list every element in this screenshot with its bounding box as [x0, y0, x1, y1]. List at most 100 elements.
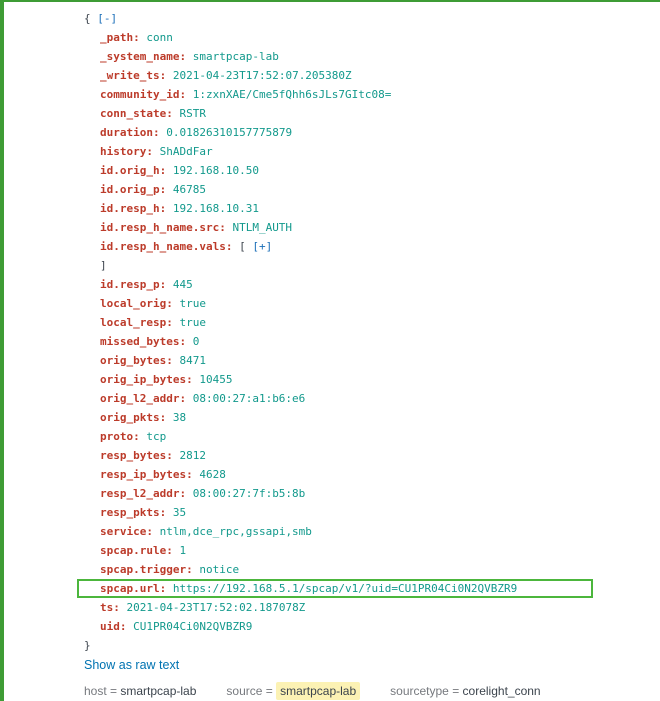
json-row-proto: proto: tcp [84, 427, 660, 446]
json-row-ts: ts: 2021-04-23T17:52:02.187078Z [84, 598, 660, 617]
json-value[interactable]: 192.168.10.50 [172, 164, 259, 177]
json-value[interactable]: 2812 [179, 449, 206, 462]
field-sourcetype[interactable]: sourcetype = corelight_conn [390, 684, 540, 698]
json-row: ] [84, 256, 660, 275]
json-row-id.orig_h: id.orig_h: 192.168.10.50 [84, 161, 660, 180]
json-value[interactable]: 08:00:27:a1:b6:e6 [192, 392, 306, 405]
json-row-spcap.url: spcap.url: https://192.168.5.1/spcap/v1/… [77, 579, 660, 598]
field-equals: = [448, 684, 463, 698]
json-row-_path: _path: conn [84, 28, 660, 47]
json-value[interactable]: 08:00:27:7f:b5:8b [192, 487, 306, 500]
json-value[interactable]: 8471 [179, 354, 206, 367]
json-row-uid: uid: CU1PR04Ci0N2QVBZR9 [84, 617, 660, 636]
json-row-orig_l2_addr: orig_l2_addr: 08:00:27:a1:b6:e6 [84, 389, 660, 408]
field-host[interactable]: host = smartpcap-lab [84, 684, 196, 698]
json-row-history: history: ShADdFar [84, 142, 660, 161]
json-value[interactable]: https://192.168.5.1/spcap/v1/?uid=CU1PR0… [172, 582, 518, 595]
json-value[interactable]: true [179, 316, 206, 329]
collapse-toggle[interactable]: [-] [97, 12, 118, 25]
json-row-id.resp_h_name.src: id.resp_h_name.src: NTLM_AUTH [84, 218, 660, 237]
json-row-id.orig_p: id.orig_p: 46785 [84, 180, 660, 199]
json-row-id.resp_h: id.resp_h: 192.168.10.31 [84, 199, 660, 218]
json-row-orig_bytes: orig_bytes: 8471 [84, 351, 660, 370]
field-value[interactable]: smartpcap-lab [120, 684, 197, 698]
json-key: id.orig_p: [100, 183, 173, 196]
field-value[interactable]: smartpcap-lab [276, 682, 361, 700]
json-value[interactable]: 192.168.10.31 [172, 202, 259, 215]
json-value[interactable]: 445 [172, 278, 193, 291]
json-value[interactable]: true [179, 297, 206, 310]
json-key: uid: [100, 620, 134, 633]
json-key: _write_ts: [100, 69, 173, 82]
json-key: _path: [100, 31, 147, 44]
json-value[interactable]: 46785 [172, 183, 206, 196]
json-value[interactable]: 10455 [199, 373, 233, 386]
json-row-local_orig: local_orig: true [84, 294, 660, 313]
json-value[interactable]: NTLM_AUTH [232, 221, 293, 234]
json-value[interactable]: smartpcap-lab [192, 50, 279, 63]
json-row-resp_l2_addr: resp_l2_addr: 08:00:27:7f:b5:8b [84, 484, 660, 503]
json-row-_write_ts: _write_ts: 2021-04-23T17:52:07.205380Z [84, 66, 660, 85]
json-row-local_resp: local_resp: true [84, 313, 660, 332]
json-row-_system_name: _system_name: smartpcap-lab [84, 47, 660, 66]
json-key: conn_state: [100, 107, 180, 120]
json-value[interactable]: 38 [172, 411, 187, 424]
expand-toggle[interactable]: [+] [252, 240, 273, 253]
json-key: id.resp_p: [100, 278, 173, 291]
json-value[interactable]: conn [146, 31, 173, 44]
json-key: orig_l2_addr: [100, 392, 193, 405]
close-brace: } [84, 639, 91, 652]
field-label: sourcetype [390, 684, 449, 698]
json-key: resp_l2_addr: [100, 487, 193, 500]
json-key: id.resp_h_name.src: [100, 221, 233, 234]
show-raw-text-link[interactable]: Show as raw text [84, 658, 180, 672]
field-value[interactable]: corelight_conn [462, 684, 541, 698]
json-value[interactable]: 2021-04-23T17:52:07.205380Z [172, 69, 352, 82]
json-key: id.resp_h: [100, 202, 173, 215]
json-row: { [-] [84, 9, 660, 28]
json-key: _system_name: [100, 50, 193, 63]
json-value[interactable]: 0.01826310157775879 [166, 126, 293, 139]
json-key: local_orig: [100, 297, 180, 310]
json-value[interactable]: ntlm,dce_rpc,gssapi,smb [159, 525, 312, 538]
json-key: spcap.url: [100, 582, 173, 595]
json-key: resp_bytes: [100, 449, 180, 462]
json-row-missed_bytes: missed_bytes: 0 [84, 332, 660, 351]
json-value[interactable]: notice [199, 563, 240, 576]
json-key: resp_ip_bytes: [100, 468, 200, 481]
json-key: ts: [100, 601, 127, 614]
field-label: host [84, 684, 107, 698]
json-key: history: [100, 145, 160, 158]
json-value[interactable]: 1:zxnXAE/Cme5fQhh6sJLs7GItc08= [192, 88, 392, 101]
json-key: missed_bytes: [100, 335, 193, 348]
json-key: proto: [100, 430, 147, 443]
field-equals: = [262, 684, 277, 698]
json-row-resp_pkts: resp_pkts: 35 [84, 503, 660, 522]
json-key: orig_bytes: [100, 354, 180, 367]
json-key: spcap.trigger: [100, 563, 200, 576]
json-value[interactable]: CU1PR04Ci0N2QVBZR9 [133, 620, 253, 633]
json-key: community_id: [100, 88, 193, 101]
json-row-spcap.trigger: spcap.trigger: notice [84, 560, 660, 579]
json-key: local_resp: [100, 316, 180, 329]
json-value[interactable]: 35 [172, 506, 187, 519]
field-source[interactable]: source = smartpcap-lab [226, 682, 361, 700]
json-value[interactable]: tcp [146, 430, 167, 443]
json-key: resp_pkts: [100, 506, 173, 519]
json-row-service: service: ntlm,dce_rpc,gssapi,smb [84, 522, 660, 541]
json-key: service: [100, 525, 160, 538]
json-key: id.orig_h: [100, 164, 173, 177]
json-syntax-view: { [-]_path: conn_system_name: smartpcap-… [77, 9, 660, 655]
json-value[interactable]: RSTR [179, 107, 206, 120]
json-row-conn_state: conn_state: RSTR [84, 104, 660, 123]
json-row-orig_ip_bytes: orig_ip_bytes: 10455 [84, 370, 660, 389]
json-value[interactable]: 2021-04-23T17:52:02.187078Z [126, 601, 306, 614]
json-value[interactable]: ShADdFar [159, 145, 213, 158]
json-value[interactable]: 0 [192, 335, 200, 348]
json-value[interactable]: 1 [179, 544, 187, 557]
json-key: duration: [100, 126, 167, 139]
open-brace: { [84, 12, 98, 25]
json-value[interactable]: 4628 [199, 468, 226, 481]
open-bracket: [ [239, 240, 253, 253]
